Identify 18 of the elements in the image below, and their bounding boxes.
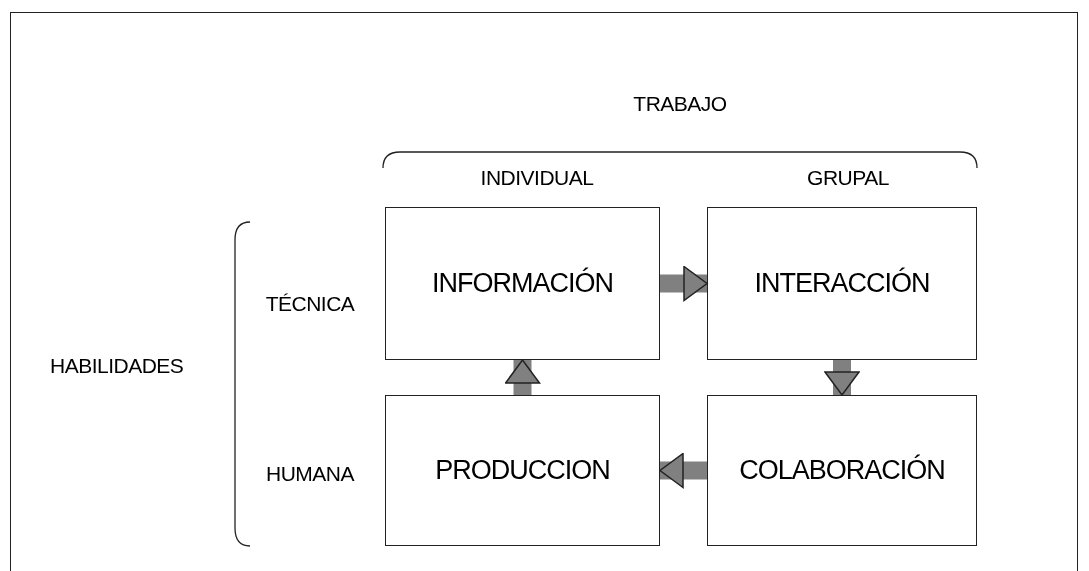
column-header: INDIVIDUAL — [480, 166, 594, 190]
block-arrow — [504, 359, 541, 395]
quadrant-label: COLABORACIÓN — [739, 455, 945, 486]
row-header: TÉCNICA — [265, 292, 355, 316]
quadrant-box — [707, 207, 977, 360]
quadrant-box — [385, 395, 660, 546]
quadrant-box — [385, 207, 660, 360]
axis-title: TRABAJO — [633, 92, 727, 116]
block-arrow — [660, 265, 708, 302]
quadrant-label: INFORMACIÓN — [432, 268, 613, 299]
quadrant-box — [707, 395, 977, 546]
quadrant-label: INTERACCIÓN — [754, 268, 930, 299]
column-header: GRUPAL — [807, 166, 889, 190]
block-arrow — [824, 360, 860, 396]
quadrant-label: PRODUCCION — [435, 455, 610, 486]
axis-title: HABILIDADES — [50, 354, 184, 378]
block-arrow — [659, 452, 707, 489]
row-header: HUMANA — [266, 462, 354, 486]
